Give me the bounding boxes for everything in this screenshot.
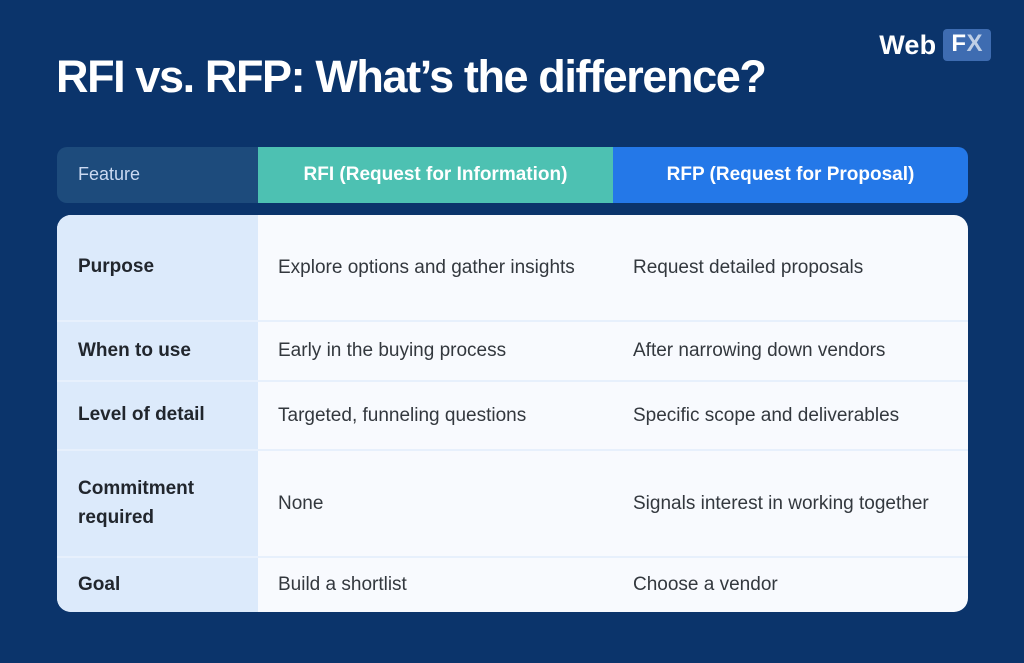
row-feature-label: Goal — [57, 558, 258, 612]
row-rfi-value: Targeted, funneling questions — [278, 404, 527, 426]
column-header-rfp: RFP (Request for Proposal) — [613, 147, 968, 203]
column-header-feature: Feature — [57, 147, 258, 203]
row-rfi-value: Build a shortlist — [278, 574, 407, 596]
row-rfp-value: Signals interest in working together — [633, 492, 929, 514]
row-rfp-value: Specific scope and deliverables — [633, 404, 900, 426]
row-feature-label: When to use — [57, 322, 258, 380]
webfx-logo: Web FX — [879, 29, 991, 62]
row-rfi-value: Early in the buying process — [278, 340, 507, 362]
row-rfp-value: Request detailed proposals — [633, 256, 864, 278]
row-feature-label: Commitment required — [57, 451, 258, 556]
table-row-commitment-required: Commitment required None Signals interes… — [57, 449, 968, 556]
comparison-table-body: Purpose Explore options and gather insig… — [57, 215, 968, 612]
table-row-when-to-use: When to use Early in the buying process … — [57, 320, 968, 380]
row-rfi-value: None — [278, 492, 324, 514]
table-header-row: Feature RFI (Request for Information) RF… — [57, 147, 968, 203]
row-feature-label: Level of detail — [57, 382, 258, 449]
row-rfi-value: Explore options and gather insights — [278, 256, 575, 278]
logo-web-text: Web — [879, 29, 937, 60]
table-row-level-of-detail: Level of detail Targeted, funneling ques… — [57, 380, 968, 449]
row-rfp-value: Choose a vendor — [633, 574, 778, 596]
logo-fx-badge: FX — [943, 29, 991, 62]
table-row-goal: Goal Build a shortlist Choose a vendor — [57, 556, 968, 612]
table-row-purpose: Purpose Explore options and gather insig… — [57, 215, 968, 320]
row-feature-label: Purpose — [57, 215, 258, 320]
column-header-rfi: RFI (Request for Information) — [258, 147, 613, 203]
page-title: RFI vs. RFP: What’s the difference? — [56, 51, 767, 102]
row-rfp-value: After narrowing down vendors — [633, 340, 886, 362]
